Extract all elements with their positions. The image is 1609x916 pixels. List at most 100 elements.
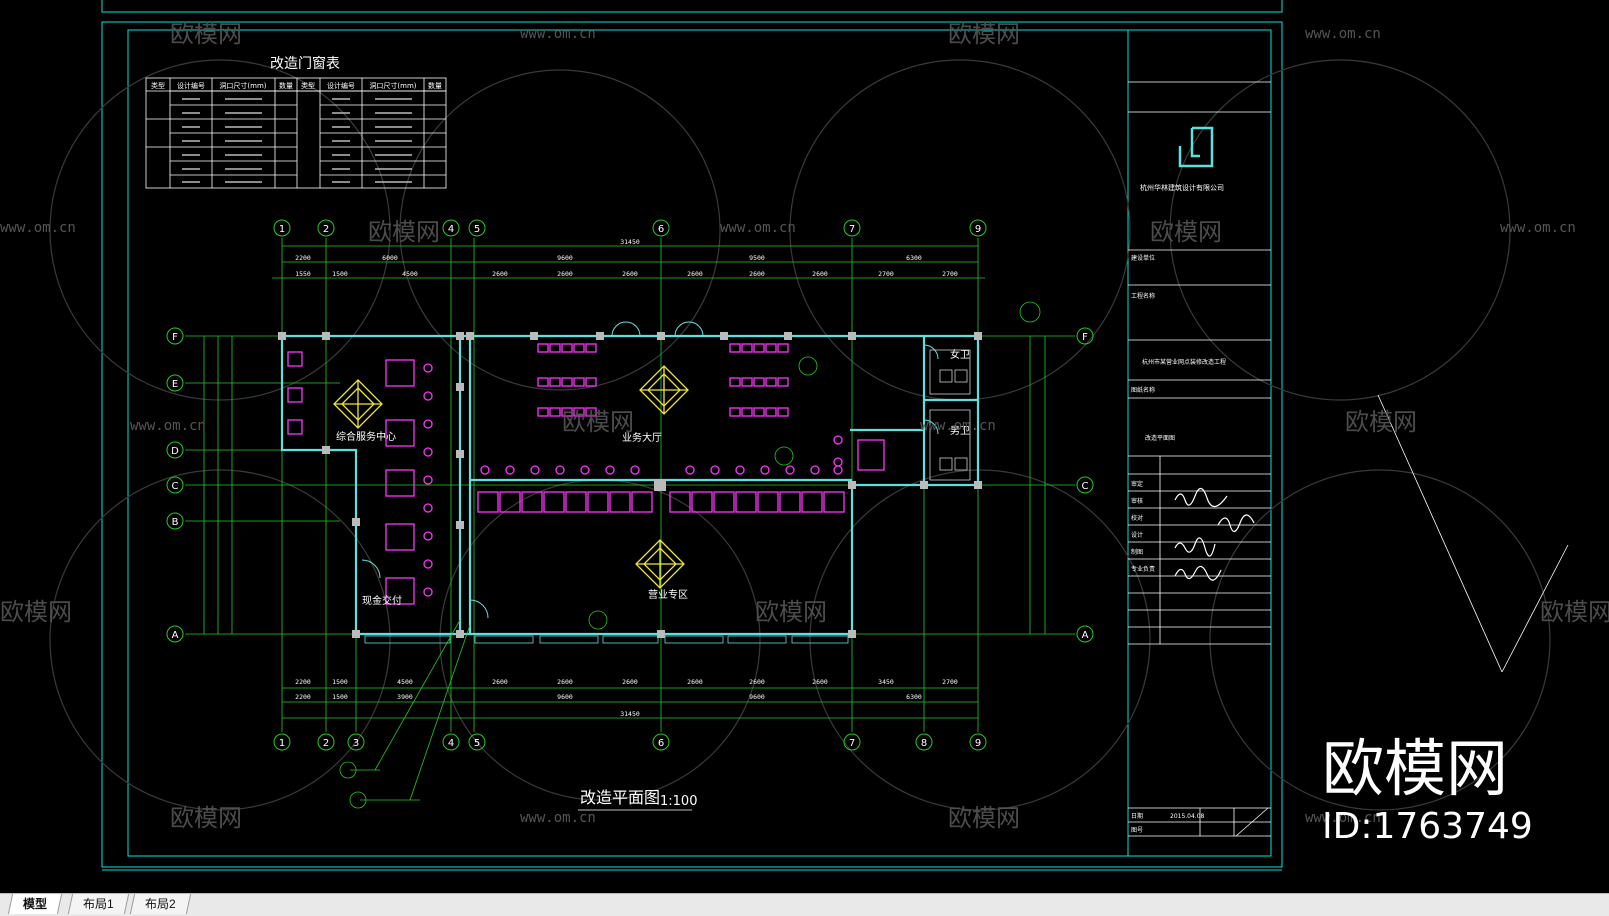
- svg-text:4500: 4500: [397, 678, 413, 686]
- svg-text:专业负责: 专业负责: [1131, 565, 1155, 573]
- waiting-seats-row2: [537, 377, 789, 387]
- svg-text:2200: 2200: [295, 254, 311, 262]
- toilet-fixtures: [929, 349, 971, 481]
- room-label-wc-female: 女卫: [950, 348, 970, 361]
- svg-text:建设单位: 建设单位: [1131, 254, 1155, 262]
- svg-text:欧模网: 欧模网: [562, 408, 634, 436]
- svg-text:2600: 2600: [557, 678, 573, 686]
- svg-text:1: 1: [279, 738, 285, 749]
- lamp-left: [333, 379, 383, 429]
- dimension-text: 31450 31450 2200 6000 9600 9500 6300 155…: [295, 238, 958, 718]
- svg-text:2600: 2600: [749, 270, 765, 278]
- sheet-frame: [101, 0, 1283, 871]
- svg-text:www.om.cn: www.om.cn: [520, 810, 596, 826]
- svg-text:欧模网: 欧模网: [170, 804, 242, 832]
- tab-layout-2[interactable]: 布局2: [129, 894, 191, 914]
- svg-text:A: A: [172, 630, 179, 641]
- plan-scale-text: 1:100: [660, 794, 697, 809]
- column-squares: [278, 332, 982, 638]
- svg-text:www.om.cn: www.om.cn: [130, 418, 206, 434]
- axis-labels: 1 2 4 5 6 7 9 1 2 3 4 5 6 7 8 9 F E D C …: [171, 224, 1088, 749]
- svg-text:7: 7: [849, 738, 855, 749]
- lamp-center-top: [639, 365, 689, 415]
- watermarks: 欧模网 欧模网 欧模网 欧模网 欧模网 欧模网 欧模网 欧模网 欧模网 欧模网 …: [0, 20, 1609, 832]
- svg-text:2: 2: [323, 738, 329, 749]
- svg-text:日期: 日期: [1131, 812, 1143, 820]
- company-name: 杭州华林建筑设计有限公司: [1140, 183, 1224, 192]
- svg-text:2600: 2600: [687, 270, 703, 278]
- svg-text:3450: 3450: [878, 678, 894, 686]
- signatures: [1174, 487, 1255, 581]
- counter-desks: [477, 491, 845, 513]
- lamp-center-bottom: [635, 539, 685, 589]
- room-label-special: 营业专区: [648, 588, 688, 601]
- svg-text:www.om.cn: www.om.cn: [0, 220, 76, 236]
- svg-text:2600: 2600: [812, 270, 828, 278]
- svg-text:B: B: [172, 517, 179, 528]
- svg-text:2600: 2600: [557, 270, 573, 278]
- svg-text:C: C: [1082, 481, 1089, 492]
- dimension-lines: [203, 245, 1046, 719]
- title-block: 杭州华林建筑设计有限公司 建设单位 工程名称 杭州市某营业网点装修改造工程 图纸…: [1128, 81, 1271, 837]
- svg-text:欧模网: 欧模网: [170, 20, 242, 48]
- svg-text:2015.04.08: 2015.04.08: [1170, 813, 1205, 820]
- table-header-4: 数量: [279, 81, 293, 90]
- ceiling-lamps: [333, 365, 689, 589]
- svg-text:审核: 审核: [1131, 497, 1143, 505]
- company-logo: [1178, 126, 1214, 168]
- svg-text:3: 3: [353, 738, 359, 749]
- svg-text:www.om.cn: www.om.cn: [1500, 220, 1576, 236]
- tab-model[interactable]: 模型: [7, 894, 63, 914]
- cad-viewport[interactable]: 改造门窗表 类型 设计编号: [0, 0, 1609, 893]
- svg-text:1: 1: [279, 224, 285, 235]
- svg-text:2600: 2600: [812, 678, 828, 686]
- room-label-business: 业务大厅: [622, 431, 662, 444]
- svg-text:图号: 图号: [1131, 827, 1143, 834]
- svg-text:4500: 4500: [402, 270, 418, 278]
- table-header-6: 设计编号: [327, 81, 355, 90]
- svg-text:欧模网: 欧模网: [368, 218, 440, 246]
- svg-text:6: 6: [658, 738, 664, 749]
- svg-text:工程名称: 工程名称: [1131, 292, 1155, 300]
- svg-text:1500: 1500: [332, 678, 348, 686]
- svg-text:4: 4: [448, 738, 454, 749]
- svg-text:2600: 2600: [749, 678, 765, 686]
- svg-text:6300: 6300: [906, 254, 922, 262]
- svg-text:设计: 设计: [1131, 531, 1143, 539]
- svg-text:www.om.cn: www.om.cn: [720, 220, 796, 236]
- table-header-2: 设计编号: [177, 81, 205, 90]
- svg-text:2600: 2600: [492, 678, 508, 686]
- svg-text:1550: 1550: [295, 270, 311, 278]
- svg-text:F: F: [172, 332, 178, 343]
- svg-text:A: A: [1082, 630, 1089, 641]
- svg-text:9600: 9600: [557, 693, 573, 701]
- watermark-id: ID:1763749: [1322, 806, 1533, 847]
- svg-text:1500: 1500: [332, 693, 348, 701]
- svg-text:欧模网: 欧模网: [0, 598, 72, 626]
- svg-text:www.om.cn: www.om.cn: [1305, 26, 1381, 42]
- svg-text:C: C: [172, 481, 179, 492]
- plan-title: 改造平面图 1:100: [578, 788, 697, 811]
- cad-drawing-canvas[interactable]: 改造门窗表 类型 设计编号: [0, 0, 1609, 893]
- svg-text:9600: 9600: [749, 693, 765, 701]
- svg-text:www.om.cn: www.om.cn: [520, 26, 596, 42]
- svg-text:杭州市某营业网点装修改造工程: 杭州市某营业网点装修改造工程: [1142, 358, 1226, 366]
- table-header-7: 洞口尺寸(mm): [369, 81, 416, 90]
- dim-top-total: 31450: [620, 238, 640, 246]
- waiting-seats-row1: [537, 343, 789, 353]
- tab-layout-1[interactable]: 布局1: [67, 894, 129, 914]
- svg-text:9500: 9500: [749, 254, 765, 262]
- svg-text:2700: 2700: [878, 270, 894, 278]
- furniture-chairs: [287, 343, 885, 605]
- table-header-8: 数量: [428, 81, 442, 90]
- table-cell-marks: [182, 98, 412, 183]
- svg-text:1500: 1500: [332, 270, 348, 278]
- room-labels: 综合服务中心 业务大厅 营业专区 现金交付 女卫 男卫: [336, 348, 970, 607]
- svg-text:2600: 2600: [622, 270, 638, 278]
- door-window-table: 改造门窗表 类型 设计编号: [145, 55, 447, 189]
- watermark-big-brand: 欧模网: [1322, 732, 1508, 805]
- svg-text:5: 5: [474, 224, 480, 235]
- svg-text:制图: 制图: [1131, 548, 1143, 556]
- svg-text:4: 4: [448, 224, 454, 235]
- annotation-leaders: [339, 301, 1041, 809]
